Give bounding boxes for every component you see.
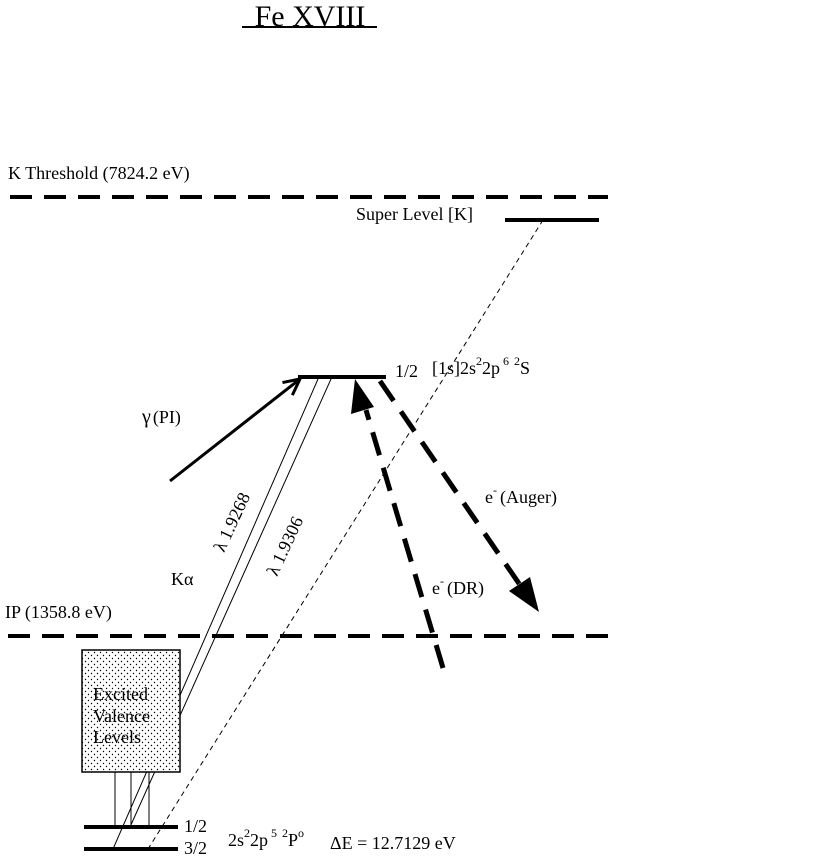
box-line-2: Valence [93,706,150,726]
dr-label: e-(DR) [432,574,484,599]
transition-label-2: λ 1.9306 [262,513,307,578]
ground-config-sup1: 2 [244,826,250,840]
auger-arrowhead [509,577,539,612]
photon-label: γ(PI) [141,406,181,428]
ground-config-mid: 2p [250,830,268,850]
ground-config-term: P [288,830,298,850]
lower-level-1-j: 1/2 [184,816,207,836]
upper-config-sup3: 2 [514,354,520,368]
ground-config-prefix: 2s [228,830,244,850]
ground-config-sup2: 5 [271,826,277,840]
box-line-1: Excited [93,684,148,704]
photon-symbol: γ [141,406,151,428]
upper-config-sup1: 2 [476,354,482,368]
super-level-decay-line [147,219,544,850]
dr-process: (DR) [447,578,484,599]
photon-process: (PI) [153,407,181,428]
k-threshold-label: K Threshold (7824.2 eV) [8,163,190,184]
transition-label-1: λ 1.9268 [209,489,254,554]
auger-symbol: e [485,487,493,507]
dr-arrow [363,409,446,669]
auger-arrow [377,379,523,587]
upper-config-mid: 2p [482,358,500,378]
upper-config-sup2: 6 [503,354,509,368]
ground-config-sup3: 2 [282,826,288,840]
ip-label: IP (1358.8 eV) [5,602,112,623]
photon-arrow [169,379,300,483]
delta-e-label: ΔE = 12.7129 eV [330,833,456,853]
auger-process: (Auger) [500,487,557,508]
dr-arrowhead [351,379,374,414]
box-line-3: Levels [93,727,141,747]
super-level-label: Super Level [K] [356,204,473,224]
transition-line-1 [112,378,319,850]
upper-config-prefix: [1s]2s [432,358,476,378]
ground-config-parity: o [298,826,304,840]
lower-level-2-j: 3/2 [184,838,207,856]
upper-config-term: S [520,358,530,378]
dr-charge: - [440,574,444,588]
page-title: Fe XVIII [255,0,366,33]
upper-level-j: 1/2 [395,361,418,381]
dr-symbol: e [432,578,440,598]
auger-label: e-(Auger) [485,483,557,508]
auger-charge: - [493,483,497,497]
k-alpha-label: Kα [171,569,194,589]
